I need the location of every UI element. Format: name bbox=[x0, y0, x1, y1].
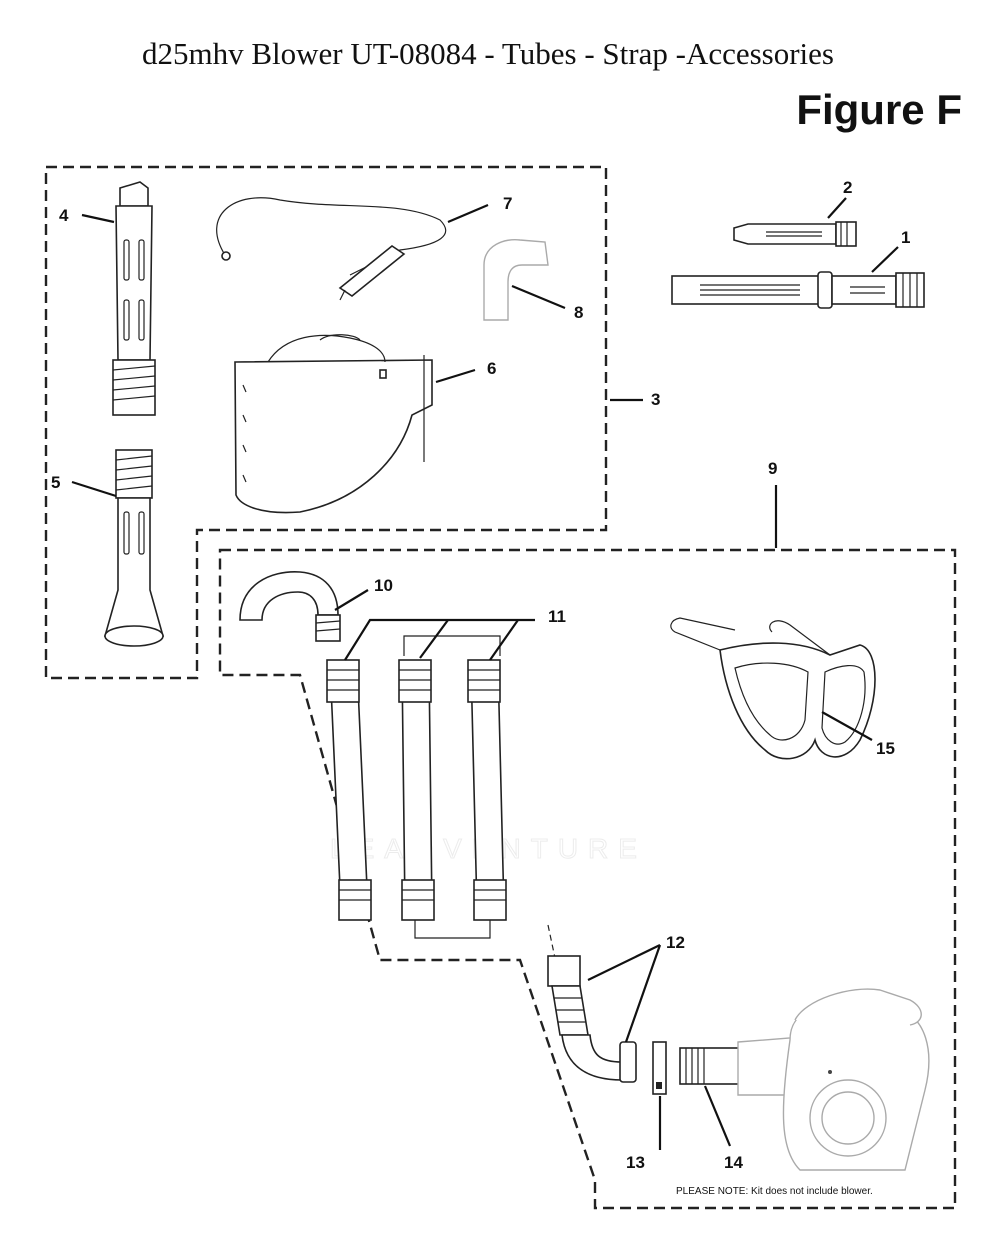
callout-6: 6 bbox=[487, 359, 496, 378]
callout-10: 10 bbox=[374, 576, 393, 595]
callout-12: 12 bbox=[666, 933, 685, 952]
blower-illustration bbox=[737, 988, 930, 1171]
part-11-tube-a bbox=[326, 659, 372, 921]
callout-13: 13 bbox=[626, 1153, 645, 1172]
part-5-nozzle-tube bbox=[103, 449, 165, 647]
kit-note: PLEASE NOTE: Kit does not include blower… bbox=[676, 1186, 873, 1197]
figure-label: Figure F bbox=[796, 86, 962, 133]
part-12-adapter bbox=[547, 955, 637, 1083]
part-11-tube-c bbox=[467, 659, 507, 921]
part-6-debris-bag bbox=[234, 334, 433, 514]
part-7-strap bbox=[216, 197, 447, 301]
callout-4: 4 bbox=[59, 206, 69, 225]
callout-8: 8 bbox=[574, 303, 583, 322]
part-11-tube-b bbox=[398, 659, 435, 921]
callout-2: 2 bbox=[843, 178, 852, 197]
leader-lines bbox=[71, 197, 899, 1150]
callout-1: 1 bbox=[901, 228, 910, 247]
callout-14: 14 bbox=[724, 1153, 743, 1172]
callout-15: 15 bbox=[876, 739, 895, 758]
part-2-short-tube bbox=[733, 221, 857, 247]
kit-boundary-3 bbox=[44, 165, 608, 680]
kit-boundary-9 bbox=[218, 548, 957, 1210]
callout-3: 3 bbox=[651, 390, 660, 409]
callout-5: 5 bbox=[51, 473, 60, 492]
part-4-upper-tube bbox=[112, 181, 156, 416]
diagram-title: d25mhv Blower UT-08084 - Tubes - Strap -… bbox=[142, 36, 834, 71]
part-10-inlet-elbow bbox=[239, 571, 341, 642]
callout-11: 11 bbox=[548, 607, 566, 626]
part-14-blower-adapter bbox=[679, 1047, 741, 1085]
callout-9: 9 bbox=[768, 459, 777, 478]
part-8-elbow bbox=[483, 238, 549, 321]
part-1-long-tube bbox=[671, 271, 925, 309]
callout-7: 7 bbox=[503, 194, 512, 213]
part-15-goggles bbox=[670, 617, 876, 760]
part-13-clamp bbox=[652, 1041, 667, 1095]
assembly-line bbox=[547, 924, 556, 959]
